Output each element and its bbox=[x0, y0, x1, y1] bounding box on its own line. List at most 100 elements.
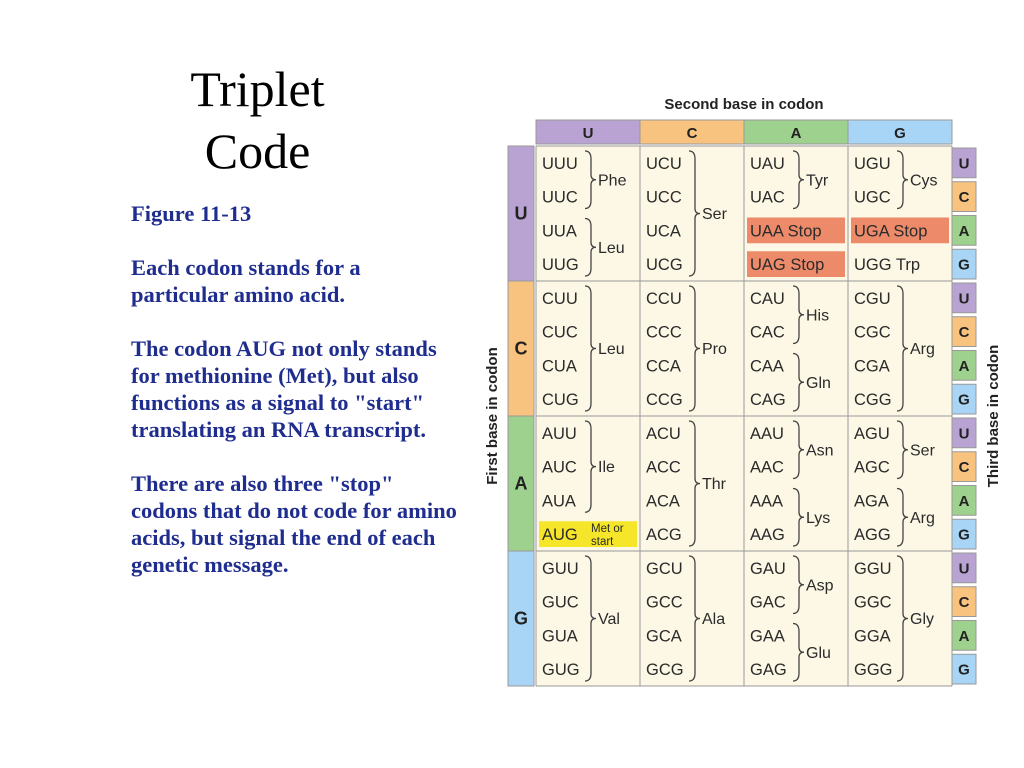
amino-acid-GU-0: Val bbox=[598, 611, 620, 628]
codon-CCU: CCU bbox=[646, 290, 682, 308]
brace-GC-0 bbox=[688, 555, 701, 682]
codon-CAG: CAG bbox=[750, 391, 786, 409]
stop-highlight-UGA bbox=[851, 217, 949, 244]
third-base-header-AG bbox=[951, 518, 977, 550]
codon-GCA: GCA bbox=[646, 627, 682, 645]
third-base-header-label-GC: C bbox=[959, 594, 970, 611]
codon-UUC: UUC bbox=[542, 189, 578, 207]
third-base-header-UC bbox=[951, 181, 977, 212]
amino-acid-AG-1: Arg bbox=[910, 510, 935, 527]
codon-ACA: ACA bbox=[646, 492, 680, 510]
amino-acid-CC-0: Pro bbox=[702, 341, 727, 358]
third-base-header-AU bbox=[951, 417, 977, 449]
codon-CUA: CUA bbox=[542, 357, 577, 375]
codon-GCC: GCC bbox=[646, 594, 683, 612]
start-note-line-2: start bbox=[591, 536, 614, 548]
third-base-header-GC bbox=[951, 586, 977, 617]
brace-UU-1 bbox=[584, 217, 597, 277]
codon-ACU: ACU bbox=[646, 425, 681, 443]
paragraph-codon-amino-acid: Each codon stands for a particular amino… bbox=[131, 255, 361, 307]
codon-AAA: AAA bbox=[750, 492, 783, 510]
codon-GGU: GGU bbox=[854, 560, 892, 578]
codon-GGA: GGA bbox=[854, 627, 891, 645]
codon-GUU: GUU bbox=[542, 560, 579, 578]
second-base-header-U bbox=[535, 119, 641, 145]
codon-AGU: AGU bbox=[854, 425, 890, 443]
third-base-label: Third base in codon bbox=[985, 345, 1002, 488]
paragraph-aug-start: The codon AUG not only stands for methio… bbox=[131, 336, 437, 442]
codon-CGA: CGA bbox=[854, 357, 890, 375]
codon-UAC: UAC bbox=[750, 189, 785, 207]
amino-acid-CU-0: Leu bbox=[598, 341, 625, 358]
codon-CGC: CGC bbox=[854, 324, 891, 342]
codon-GAU: GAU bbox=[750, 560, 786, 578]
first-base-header-label-U: U bbox=[515, 204, 528, 224]
brace-GG-0 bbox=[896, 555, 909, 682]
codon-ACC: ACC bbox=[646, 459, 681, 477]
amino-acid-AC-0: Thr bbox=[702, 476, 727, 493]
codon-CGG: CGG bbox=[854, 391, 892, 409]
codon-UCC: UCC bbox=[646, 189, 682, 207]
brace-AG-0 bbox=[896, 420, 909, 480]
brace-UG-0 bbox=[896, 150, 909, 210]
third-base-header-label-CU: U bbox=[959, 290, 970, 307]
codon-CCG: CCG bbox=[646, 391, 683, 409]
codon-GGC: GGC bbox=[854, 594, 892, 612]
brace-CA-0 bbox=[792, 285, 805, 345]
second-base-header-G bbox=[847, 119, 953, 145]
brace-CA-1 bbox=[792, 352, 805, 412]
third-base-header-label-UG: G bbox=[958, 257, 970, 274]
brace-GA-1 bbox=[792, 622, 805, 682]
second-base-header-label-A: A bbox=[791, 125, 802, 142]
third-base-header-label-AA: A bbox=[959, 493, 970, 510]
amino-acid-UC-0: Ser bbox=[702, 206, 728, 223]
codon-CGU: CGU bbox=[854, 290, 891, 308]
slide-body-text: Figure 11-13 Each codon stands for a par… bbox=[131, 200, 461, 605]
codon-UGA: UGA Stop bbox=[854, 222, 927, 240]
codon-UGC: UGC bbox=[854, 189, 891, 207]
third-base-header-GG bbox=[951, 653, 977, 685]
start-note-line-1: Met or bbox=[591, 523, 624, 535]
codon-UAA: UAA Stop bbox=[750, 222, 822, 240]
slide-title: Triplet Code bbox=[150, 58, 365, 182]
start-highlight-AUG bbox=[539, 521, 637, 547]
amino-acid-GA-1: Glu bbox=[806, 645, 831, 662]
codon-UGG: UGG Trp bbox=[854, 256, 920, 274]
codon-UCA: UCA bbox=[646, 222, 681, 240]
codon-GAC: GAC bbox=[750, 594, 786, 612]
codon-AAU: AAU bbox=[750, 425, 784, 443]
codon-AAC: AAC bbox=[750, 459, 784, 477]
codon-CUG: CUG bbox=[542, 391, 579, 409]
codon-AUU: AUU bbox=[542, 425, 577, 443]
third-base-header-label-AC: C bbox=[959, 459, 970, 476]
codon-CCA: CCA bbox=[646, 357, 681, 375]
codon-GGG: GGG bbox=[854, 661, 893, 679]
codon-GCU: GCU bbox=[646, 560, 683, 578]
codon-UAG: UAG Stop bbox=[750, 256, 824, 274]
third-base-header-GU bbox=[951, 552, 977, 584]
amino-acid-AA-1: Lys bbox=[806, 510, 830, 527]
first-base-header-G bbox=[507, 550, 535, 687]
brace-CC-0 bbox=[688, 285, 701, 412]
amino-acid-GC-0: Ala bbox=[702, 611, 725, 628]
third-base-header-AA bbox=[951, 485, 977, 516]
brace-AG-1 bbox=[896, 487, 909, 547]
third-base-header-label-CC: C bbox=[959, 324, 970, 341]
codon-AGG: AGG bbox=[854, 526, 891, 544]
codon-CAC: CAC bbox=[750, 324, 785, 342]
codon-UCG: UCG bbox=[646, 256, 683, 274]
amino-acid-GA-0: Asp bbox=[806, 577, 834, 594]
brace-AC-0 bbox=[688, 420, 701, 547]
third-base-header-label-AG: G bbox=[958, 527, 970, 544]
third-base-header-label-UU: U bbox=[959, 155, 970, 172]
first-base-header-U bbox=[507, 145, 535, 282]
amino-acid-CA-1: Gln bbox=[806, 375, 831, 392]
third-base-header-UG bbox=[951, 248, 977, 280]
third-base-header-label-UA: A bbox=[959, 223, 970, 240]
codon-UUU: UUU bbox=[542, 155, 578, 173]
first-base-header-C bbox=[507, 280, 535, 417]
amino-acid-CG-0: Arg bbox=[910, 341, 935, 358]
amino-acid-AU-0: Ile bbox=[598, 459, 615, 476]
paragraph-stop-codons: There are also three "stop" codons that … bbox=[131, 471, 457, 577]
